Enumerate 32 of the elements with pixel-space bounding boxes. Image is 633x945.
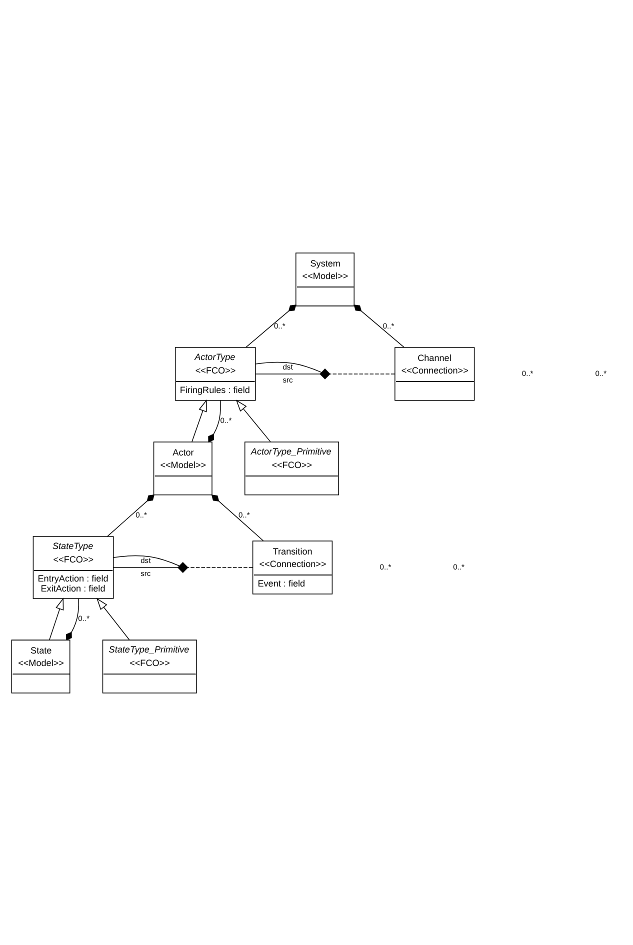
edge-label: 0..*	[238, 510, 250, 520]
connector	[113, 566, 178, 568]
edge-label: dst	[282, 362, 293, 371]
connector	[187, 566, 253, 568]
edge-label: 0..*	[274, 321, 286, 330]
label: 0..*	[522, 368, 534, 378]
edge-label: 0..*	[78, 614, 90, 623]
arrow	[192, 398, 207, 442]
connector	[246, 304, 296, 348]
label: 0..*	[380, 562, 392, 571]
connector	[66, 598, 80, 640]
connector	[330, 373, 396, 374]
edge-label: dst	[140, 555, 151, 564]
label: 0..*	[453, 562, 464, 571]
connector	[113, 554, 180, 566]
arrow	[96, 597, 130, 640]
node-diamond	[177, 562, 188, 572]
edge-label: 0..*	[382, 321, 394, 330]
node-diamond	[320, 368, 330, 379]
connector	[208, 400, 221, 442]
label: 0..*	[595, 368, 607, 378]
connector	[255, 361, 322, 372]
edge-label: src	[140, 568, 151, 578]
connector	[106, 494, 154, 536]
connector	[211, 494, 264, 541]
edge-label: src	[282, 374, 293, 384]
edge-label: 0..*	[136, 510, 147, 520]
edge-label: 0..*	[220, 416, 232, 425]
connector	[354, 304, 404, 348]
arrow	[236, 399, 271, 442]
arrow	[49, 597, 64, 640]
connector	[255, 373, 320, 374]
